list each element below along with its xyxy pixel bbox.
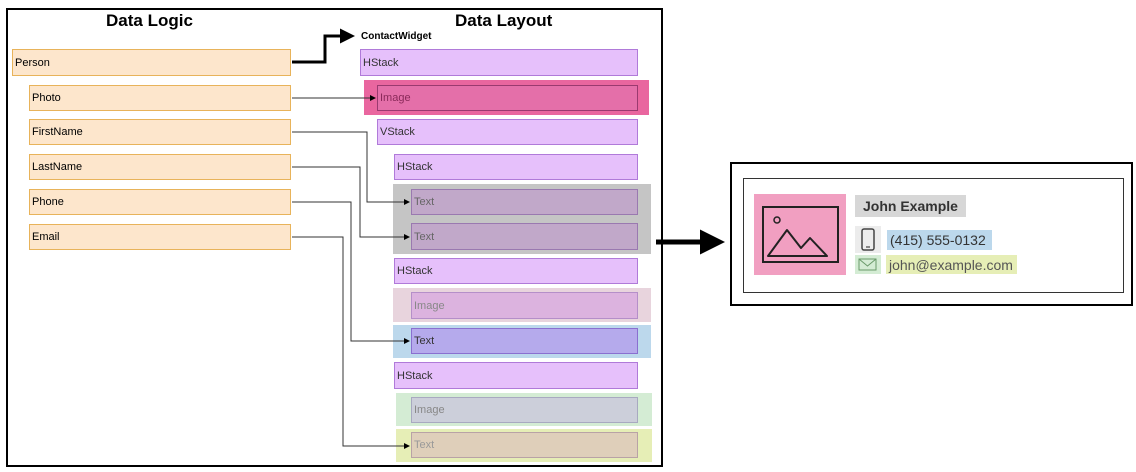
layout-node-text-firstname: Text bbox=[411, 189, 638, 215]
firstname-to-text-wire bbox=[292, 131, 410, 205]
data-logic-heading: Data Logic bbox=[106, 11, 193, 30]
contact-phone: (415) 555-0132 bbox=[887, 230, 992, 250]
mail-icon-container bbox=[855, 255, 881, 274]
contact-photo bbox=[754, 194, 846, 275]
phone-icon-container bbox=[855, 226, 881, 253]
layout-node-hstack-root: HStack bbox=[360, 49, 638, 76]
logic-node-phone: Phone bbox=[29, 189, 291, 215]
layout-node-image-photo: Image bbox=[377, 85, 638, 111]
lastname-to-text-wire bbox=[292, 166, 410, 240]
logic-node-email: Email bbox=[29, 224, 291, 250]
logic-node-person: Person bbox=[12, 49, 291, 76]
layout-node-hstack-phone: HStack bbox=[394, 258, 638, 284]
logic-node-lastname: LastName bbox=[29, 154, 291, 180]
layout-node-image-email: Image bbox=[411, 397, 638, 423]
layout-node-vstack: VStack bbox=[377, 119, 638, 145]
data-layout-heading: Data Layout bbox=[455, 11, 553, 30]
logic-node-firstname: FirstName bbox=[29, 119, 291, 145]
email-to-text-wire bbox=[292, 236, 410, 449]
phone-icon bbox=[861, 228, 875, 251]
contact-name: John Example bbox=[855, 195, 966, 217]
layout-node-hstack-email: HStack bbox=[394, 362, 638, 389]
diagram-frame bbox=[6, 8, 663, 467]
layout-node-hstack-name: HStack bbox=[394, 154, 638, 180]
logic-node-photo: Photo bbox=[29, 85, 291, 111]
person-to-widget-arrow bbox=[292, 28, 355, 64]
layout-node-image-phone: Image bbox=[411, 292, 638, 319]
layout-node-text-lastname: Text bbox=[411, 223, 638, 250]
contact-email: john@example.com bbox=[886, 255, 1017, 274]
phone-to-text-wire bbox=[292, 201, 410, 344]
layout-node-text-phone: Text bbox=[411, 328, 638, 354]
image-icon bbox=[762, 206, 839, 263]
mail-icon bbox=[858, 258, 877, 271]
layout-node-text-email: Text bbox=[411, 432, 638, 458]
contact-widget-label: ContactWidget bbox=[361, 31, 432, 42]
